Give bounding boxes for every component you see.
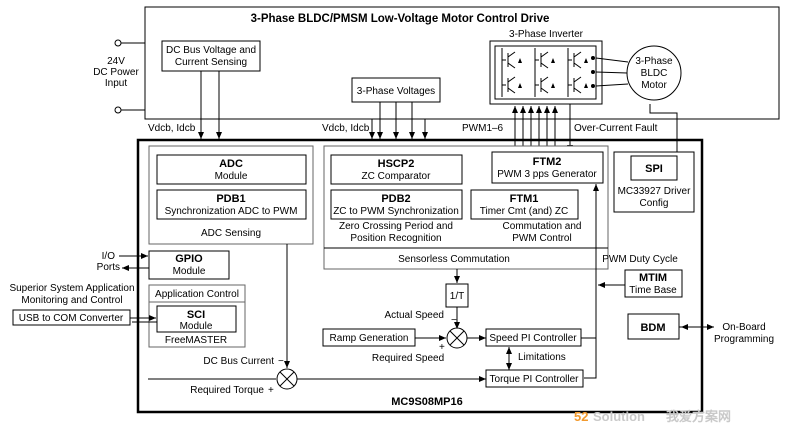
ramp-generation-label: Ramp Generation bbox=[330, 333, 409, 344]
ftm1-box bbox=[470, 189, 579, 220]
torque-pi-label: Torque PI Controller bbox=[490, 374, 580, 385]
mtim-box bbox=[624, 269, 683, 298]
vdcb-idcb-mid: Vdcb, Idcb bbox=[322, 123, 370, 134]
motor-line2: BLDC bbox=[641, 68, 668, 79]
zero-crossing-line1: Zero Crossing Period and bbox=[339, 221, 453, 232]
gpio-sub: Module bbox=[173, 266, 206, 277]
hscp2-title: HSCP2 bbox=[378, 158, 415, 170]
power-input-line1: 24V bbox=[107, 56, 125, 67]
gpio-box bbox=[148, 250, 230, 280]
inter-board-wires bbox=[198, 71, 678, 152]
dc-bus-current-minus: − bbox=[278, 356, 284, 367]
required-torque-label: Required Torque bbox=[190, 385, 264, 396]
power-input-block: 24V DC Power Input bbox=[93, 39, 145, 114]
ftm1-sub: Timer Cmt (and) ZC bbox=[480, 206, 569, 217]
mcu-frame bbox=[136, 138, 704, 414]
spi-title: SPI bbox=[645, 163, 663, 175]
pdb1-box bbox=[156, 189, 307, 220]
bdm-box bbox=[627, 313, 680, 340]
pdb2-sub: ZC to PWM Synchronization bbox=[333, 206, 459, 217]
commutation-line1: Commutation and bbox=[503, 221, 582, 232]
inverter-label: 3-Phase Inverter bbox=[509, 29, 584, 40]
sensorless-label: Sensorless Commutation bbox=[398, 254, 510, 265]
actual-speed-label: Actual Speed bbox=[385, 310, 445, 321]
required-speed-plus: + bbox=[439, 342, 445, 353]
inverse-t-label: 1/T bbox=[450, 291, 464, 302]
superior-line2: Monitoring and Control bbox=[21, 295, 122, 306]
three-phase-voltages-box bbox=[351, 77, 441, 103]
hscp2-sub: ZC Comparator bbox=[362, 171, 432, 182]
pwm-duty-label: PWM Duty Cycle bbox=[602, 254, 678, 265]
overcurrent-label: Over-Current Fault bbox=[574, 123, 658, 134]
speed-pi-label: Speed PI Controller bbox=[489, 333, 577, 344]
svg-text:Solution: Solution bbox=[593, 409, 645, 424]
superior-line1: Superior System Application bbox=[9, 283, 134, 294]
mtim-sub: Time Base bbox=[629, 285, 677, 296]
three-phase-voltages-label: 3-Phase Voltages bbox=[357, 86, 435, 97]
motor-line1: 3-Phase bbox=[635, 56, 673, 67]
pwm-label: PWM1–6 bbox=[462, 123, 504, 134]
gpio-title: GPIO bbox=[175, 253, 203, 265]
svg-text:我爱方案网: 我爱方案网 bbox=[666, 409, 731, 424]
pdb2-title: PDB2 bbox=[381, 193, 410, 205]
ftm2-box bbox=[491, 151, 604, 184]
mcu-name: MC9S08MP16 bbox=[391, 396, 463, 408]
watermark-logo: 52 Solution 我爱方案网 bbox=[574, 409, 731, 424]
dc-bus-sensing-line2: Current Sensing bbox=[175, 57, 247, 68]
dc-bus-sensing-box bbox=[161, 40, 261, 72]
hscp2-box bbox=[330, 154, 463, 185]
vdcb-idcb-left: Vdcb, Idcb bbox=[148, 123, 196, 134]
required-speed-label: Required Speed bbox=[372, 353, 444, 364]
spi-inner-box bbox=[630, 155, 678, 181]
required-torque-plus: + bbox=[268, 385, 274, 396]
pdb1-sub: Synchronization ADC to PWM bbox=[165, 206, 298, 217]
power-input-line3: Input bbox=[105, 78, 127, 89]
mtim-title: MTIM bbox=[639, 272, 667, 284]
spi-sub-line2: Config bbox=[640, 198, 669, 209]
drive-title: 3-Phase BLDC/PMSM Low-Voltage Motor Cont… bbox=[251, 13, 550, 25]
ftm2-title: FTM2 bbox=[533, 156, 562, 168]
actual-speed-minus: − bbox=[451, 315, 457, 326]
zero-crossing-line2: Position Recognition bbox=[350, 233, 441, 244]
adc-sub: Module bbox=[215, 171, 248, 182]
bdm-label: BDM bbox=[640, 322, 665, 334]
adc-title: ADC bbox=[219, 158, 243, 170]
app-control-label: Application Control bbox=[155, 289, 239, 300]
spi-sub-line1: MC33927 Driver bbox=[618, 186, 691, 197]
pdb2-box bbox=[330, 189, 463, 220]
inverter-to-motor-lines bbox=[591, 56, 629, 88]
usb-converter-label: USB to COM Converter bbox=[19, 313, 124, 324]
ftm2-sub: PWM 3 pps Generator bbox=[497, 169, 597, 180]
limitations-label: Limitations bbox=[518, 352, 566, 363]
pdb1-title: PDB1 bbox=[216, 193, 245, 205]
power-input-line2: DC Power bbox=[93, 67, 139, 78]
onboard-line1: On-Board bbox=[722, 322, 765, 333]
ftm1-title: FTM1 bbox=[510, 193, 539, 205]
svg-text:52: 52 bbox=[574, 409, 588, 424]
sci-box bbox=[156, 305, 237, 333]
commutation-line2: PWM Control bbox=[512, 233, 571, 244]
adc-module-box bbox=[156, 154, 307, 185]
onboard-line2: Programming bbox=[714, 334, 774, 345]
dc-bus-current-label: DC Bus Current bbox=[203, 356, 274, 367]
motor-line3: Motor bbox=[641, 80, 667, 91]
sci-title: SCI bbox=[187, 309, 205, 321]
dc-bus-sensing-line1: DC Bus Voltage and bbox=[166, 45, 256, 56]
sci-sub: Module bbox=[180, 321, 213, 332]
freemaster-label: FreeMASTER bbox=[165, 335, 227, 346]
inverter-symbol bbox=[489, 40, 603, 105]
io-label: I/O bbox=[102, 251, 116, 262]
ports-label: Ports bbox=[97, 262, 120, 273]
adc-sensing-label: ADC Sensing bbox=[201, 228, 261, 239]
